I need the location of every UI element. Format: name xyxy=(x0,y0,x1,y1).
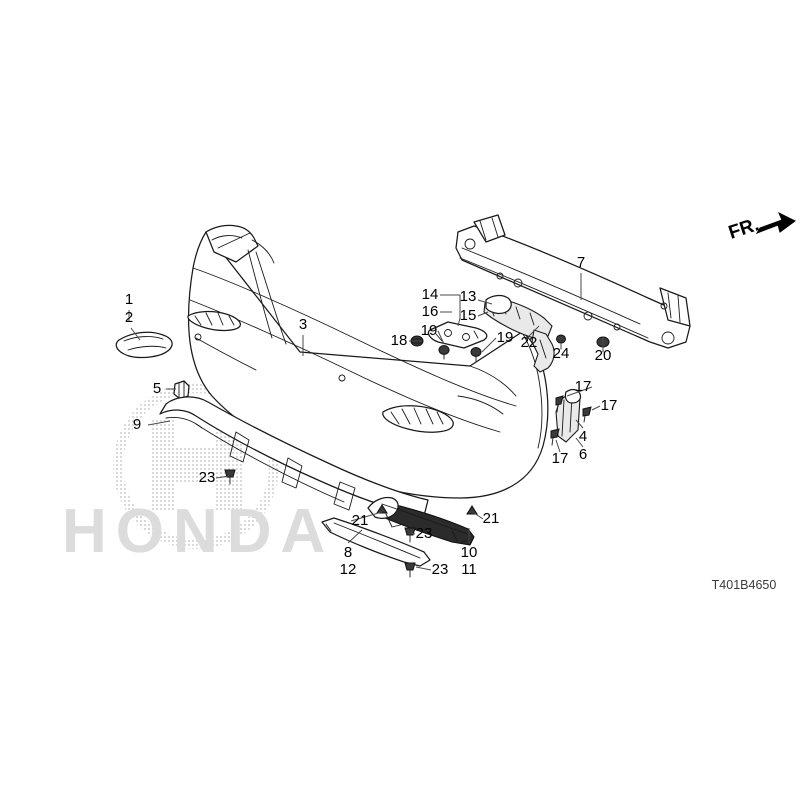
callout-24: 24 xyxy=(553,345,570,362)
arrow-right-icon xyxy=(755,211,796,234)
callout-23-spoiler: 23 xyxy=(432,561,449,578)
callout-22: 22 xyxy=(521,334,538,351)
callout-21: 21 xyxy=(352,512,369,529)
callout-15: 15 xyxy=(460,307,477,324)
fastener-19-left xyxy=(438,345,450,360)
part-towing-bracket xyxy=(483,294,555,373)
callout-21-right: 21 xyxy=(483,510,500,527)
honda-wordmark-watermark: HONDA xyxy=(62,497,334,566)
callout-5: 5 xyxy=(153,380,161,397)
callout-4: 4 xyxy=(579,428,587,445)
fastener-17-lower xyxy=(550,428,560,446)
callout-8: 8 xyxy=(344,544,352,561)
callout-20: 20 xyxy=(595,347,612,364)
part-rear-beam xyxy=(455,214,691,349)
fastener-21-left xyxy=(376,504,388,514)
callout-11: 11 xyxy=(461,561,477,578)
callout-numbers: 1 2 3 4 5 6 7 8 9 10 11 12 13 14 15 16 1… xyxy=(125,254,618,578)
callout-19-right: 19 xyxy=(497,329,514,346)
fastener-17-upper xyxy=(555,395,564,413)
callout-18: 18 xyxy=(391,332,408,349)
fastener-19-right xyxy=(470,347,482,362)
honda-h-logo xyxy=(113,383,279,549)
bumper-corner-vent xyxy=(187,310,241,341)
part-reflector xyxy=(115,331,173,359)
fastener-23-spoiler xyxy=(404,562,416,578)
leader-lines xyxy=(128,273,604,571)
fastener-23-diffuser xyxy=(224,469,236,485)
diagram-id: T401B4650 xyxy=(712,578,777,592)
callout-9: 9 xyxy=(133,416,141,433)
callout-7: 7 xyxy=(577,254,585,271)
callout-10: 10 xyxy=(461,544,478,561)
part-clip-5 xyxy=(173,380,190,400)
callout-17-upper: 17 xyxy=(575,378,592,395)
callout-12: 12 xyxy=(340,561,357,578)
callout-1: 1 xyxy=(125,291,133,308)
part-bumper-face xyxy=(187,224,549,499)
callout-6: 6 xyxy=(579,446,587,463)
fastener-21-right xyxy=(466,505,478,515)
callout-17: 17 xyxy=(601,397,618,414)
fastener-17-right xyxy=(582,406,592,423)
orientation-marker: FR. xyxy=(726,211,796,244)
callout-19: 19 xyxy=(421,322,438,339)
callout-17-lower: 17 xyxy=(552,450,569,467)
callout-2: 2 xyxy=(125,309,133,326)
fastener-23-rail xyxy=(404,527,416,543)
callout-13: 13 xyxy=(460,288,477,305)
callout-14: 14 xyxy=(422,286,439,303)
part-lower-diffuser xyxy=(159,396,429,517)
callout-23-rail: 23 xyxy=(416,525,433,542)
callout-16: 16 xyxy=(422,303,439,320)
bumper-reflector-detail xyxy=(382,405,454,433)
watermark-text: HONDA xyxy=(62,497,334,566)
part-spoiler-rail xyxy=(367,496,475,546)
callout-23: 23 xyxy=(199,469,216,486)
part-side-bracket xyxy=(555,388,582,443)
callout-3: 3 xyxy=(299,316,307,333)
fr-label: FR. xyxy=(726,214,762,243)
